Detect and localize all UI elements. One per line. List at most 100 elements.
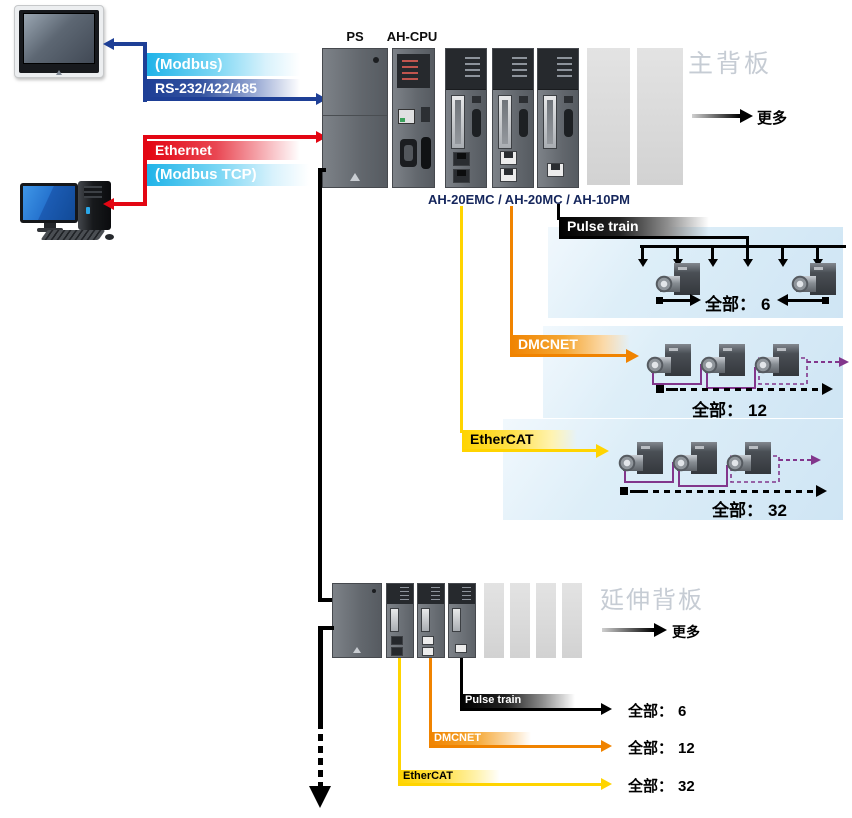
- ps-label: PS: [346, 29, 364, 44]
- module-seam: [323, 115, 387, 116]
- range-line: [663, 299, 690, 302]
- dmcnet-bar: DMCNET: [429, 732, 531, 745]
- dmcnet-arrow-head: [626, 349, 639, 363]
- motion-module-ah-20mc: [492, 48, 534, 188]
- empty-slot: [637, 48, 683, 185]
- mini-usb-port: [564, 96, 573, 103]
- total-label: 全部：: [628, 740, 674, 757]
- led-panel: [538, 49, 578, 90]
- backplane-link-line: [318, 168, 322, 602]
- ethercat-port: [391, 636, 403, 645]
- drop-arrow: [777, 248, 788, 267]
- dmcnet-port: [500, 151, 517, 165]
- ext-motion-module-20emc: [386, 583, 414, 658]
- backplane-link-line: [318, 598, 334, 602]
- motion-module-ah-10pm: [537, 48, 579, 188]
- empty-slot: [484, 583, 504, 658]
- cpu-dsub-connector: [400, 139, 417, 167]
- pulse-line: [559, 236, 749, 239]
- ah-cpu-label: AH-CPU: [386, 29, 438, 44]
- led-panel: [387, 584, 413, 604]
- ethernet-line: [147, 135, 316, 139]
- pulse-distribution-line: [640, 245, 846, 248]
- ethercat-arrow-head: [596, 444, 609, 458]
- servo-drive-icon: [654, 261, 700, 297]
- arrow-to-ps-ethernet: [316, 131, 327, 143]
- pc-monitor-stand: [44, 223, 56, 229]
- ext-ethercat-total: 全部：32: [628, 775, 695, 796]
- more-label: 更多: [672, 624, 700, 640]
- range-end-square: [656, 297, 663, 304]
- ethernet-line: [143, 135, 147, 206]
- total-label: 全部：: [628, 703, 674, 720]
- ethercat-arrow-head: [601, 778, 612, 790]
- drop-arrow: [742, 248, 753, 267]
- serial-line: [143, 97, 316, 101]
- empty-slot: [510, 583, 530, 658]
- extension-backplane-title: 延伸背板: [600, 587, 704, 614]
- power-supply-module: [322, 48, 388, 188]
- ah-cpu-module: [392, 48, 435, 188]
- dmcnet-port: [500, 168, 517, 182]
- range-end-square: [656, 385, 664, 393]
- cpu-card-slot: [421, 137, 431, 169]
- empty-slot: [562, 583, 582, 658]
- range-line: [666, 388, 678, 391]
- pulse-drop-line: [460, 658, 463, 711]
- range-end-square: [620, 487, 628, 495]
- arrow-to-pc: [103, 198, 114, 210]
- backplane-link-line: [318, 168, 326, 172]
- serial-line: [143, 42, 147, 102]
- range-arrow: [816, 485, 827, 497]
- dmcnet-arrow-line: [429, 745, 601, 748]
- continuation-line: [318, 626, 323, 722]
- cpu-led-block: [397, 54, 430, 88]
- ethercat-arrow-line: [462, 449, 596, 452]
- pc-mouse: [105, 234, 114, 240]
- total-label: 全部：: [628, 778, 674, 795]
- io-connector: [390, 608, 399, 632]
- total-value: 12: [678, 740, 695, 757]
- ethernet-bar: Ethernet: [147, 141, 300, 160]
- servo-drive-icon: [699, 342, 745, 378]
- servo-drive-icon: [671, 440, 717, 476]
- delta-logo: [350, 173, 360, 181]
- more-label: 更多: [757, 110, 788, 127]
- delta-logo: [353, 647, 361, 653]
- total-label: 全部：: [692, 401, 743, 420]
- ext-dmcnet-total: 全部：12: [628, 737, 695, 758]
- motion-modules-caption: AH-20EMC / AH-20MC / AH-10PM: [428, 192, 631, 207]
- range-line: [630, 490, 642, 493]
- card-slot: [472, 109, 481, 137]
- ethercat-arrow-line: [398, 783, 601, 786]
- pc-screen: [23, 186, 75, 220]
- io-connector: [421, 608, 430, 632]
- range-end-square: [822, 297, 829, 304]
- ethercat-drop-line: [398, 658, 401, 786]
- more-arrow-line: [602, 628, 654, 632]
- dmcnet-bar: DMCNET: [510, 335, 630, 354]
- ext-pulse-total: 全部：6: [628, 700, 686, 721]
- hmi-touch-panel: [14, 5, 104, 78]
- range-arrow: [822, 383, 833, 395]
- ethercat-bar: EtherCAT: [398, 770, 500, 783]
- led-panel: [493, 49, 533, 90]
- led-panel: [449, 584, 475, 604]
- range-dotted-line: [642, 490, 814, 493]
- io-connector: [452, 608, 461, 632]
- pulse-train-bar: Pulse train: [460, 694, 575, 708]
- power-led: [373, 57, 379, 63]
- dmcnet-port: [422, 636, 434, 645]
- dmcnet-arrow-line: [510, 354, 626, 357]
- dmcnet-drop-line: [429, 658, 432, 748]
- dmcnet-arrow-head: [601, 740, 612, 752]
- ethercat-total: 全部：32: [712, 496, 787, 521]
- ethercat-drop-line: [460, 206, 463, 433]
- continuation-dashed-line: [318, 722, 323, 786]
- continuation-arrow-head: [309, 786, 331, 808]
- more-arrow-head: [654, 623, 667, 637]
- main-backplane-title: 主背板: [688, 50, 773, 78]
- delta-logo: [56, 70, 62, 75]
- total-value: 32: [678, 778, 695, 795]
